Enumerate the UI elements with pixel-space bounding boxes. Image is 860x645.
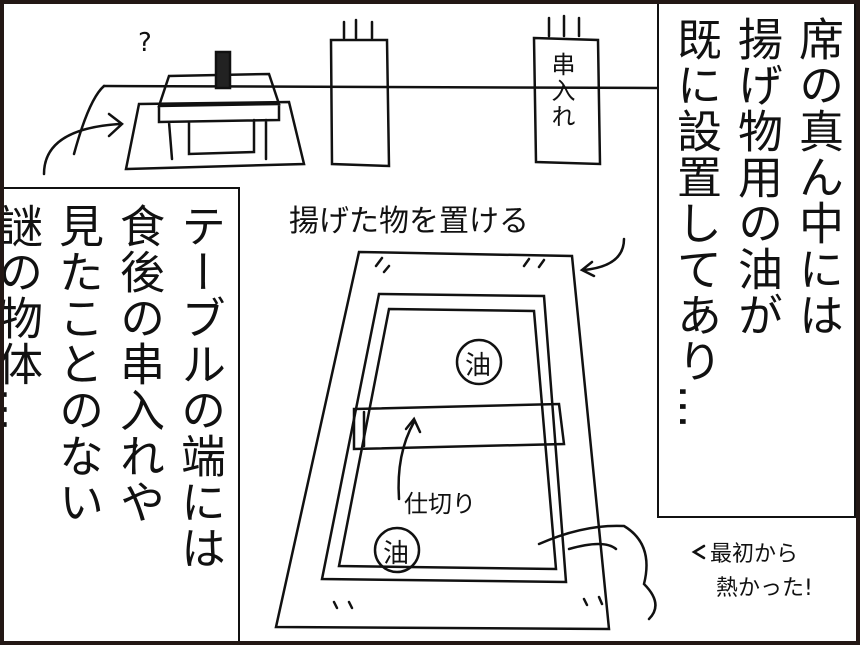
question-mark: ? [138,28,152,58]
oil-circle-bottom [373,526,421,574]
cloth [537,524,657,621]
caption-right-text: 席の真ん中には 揚げ物用の油が 既に設置してあり… [665,16,848,430]
hot-note-line1: 最初から [710,542,799,567]
tray-inner [320,292,568,584]
mystery-object [157,72,281,161]
caption-left-line: 食後の串入れや [112,203,165,525]
partition [352,402,566,451]
caption-right-line: 席の真ん中には [791,16,844,338]
caption-right-line: 揚げ物用の油が [730,16,783,338]
caption-left-line: 見たことのない [51,203,104,525]
oil-label-top: 油 [465,351,492,381]
caption-left-line: 謎の物体… [0,203,43,433]
caption-box-right: 席の真ん中には 揚げ物用の油が 既に設置してあり… [657,4,856,518]
hot-note-line2: 熱かった! [716,576,813,601]
oil-label-bottom: 油 [383,539,410,569]
object-handle [214,50,232,90]
caption-left-line: テーブルの端には [173,203,226,571]
skewer-box-label: 串入れ [547,52,575,130]
arrow-icon [42,112,124,176]
oil-circle-top [455,338,503,386]
mat [124,100,306,171]
partition-label: 仕切り [404,490,476,518]
caption-left-text: テーブルの端には 食後の串入れや 見たことのない 謎の物体… [0,203,230,571]
tray-outer [274,250,611,631]
box [329,18,391,168]
caption-box-left: テーブルの端には 食後の串入れや 見たことのない 謎の物体… [0,187,240,641]
table-edge-line [102,84,661,90]
tray-label: 揚げた物を置ける [289,204,529,239]
caption-right-line: 既に設置してあり… [669,16,722,430]
skewer-box [532,14,602,166]
drawing [42,14,706,631]
